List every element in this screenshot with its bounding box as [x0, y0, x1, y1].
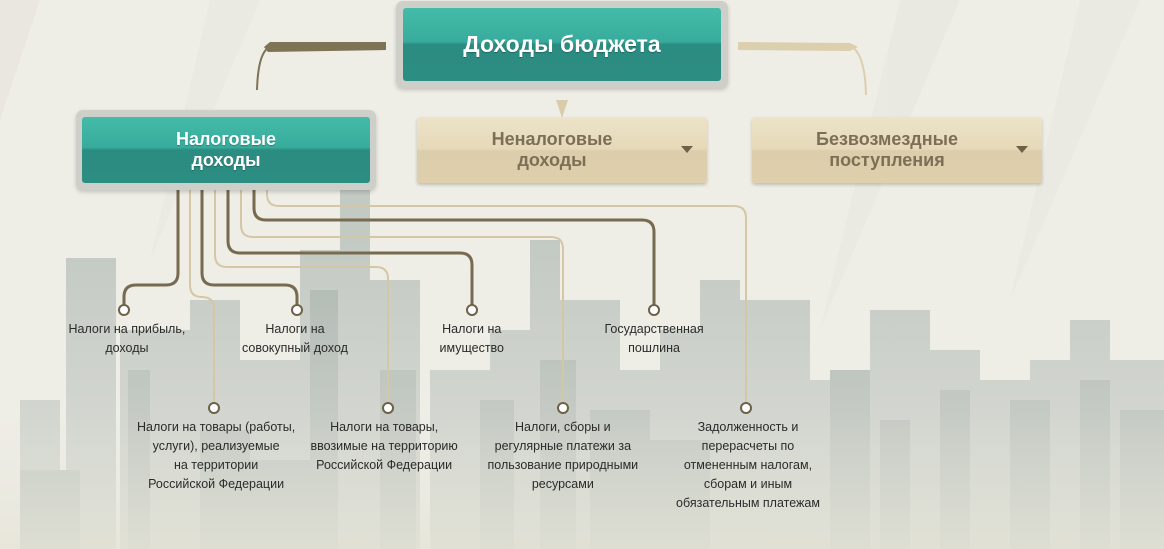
node-marker[interactable]	[648, 304, 660, 316]
branch-lines	[122, 188, 747, 403]
tax-item-label-line: Налоги на	[442, 322, 502, 336]
tax-item-label-line: ввозимые на территорию	[310, 439, 458, 453]
tax-item-label-line: Налоги на	[265, 322, 325, 336]
tax-item-label-line: имущество	[439, 341, 505, 355]
tab-tax-revenue-line1: Налоговые	[176, 129, 276, 149]
tax-item-label-line: пользование природными	[487, 458, 639, 472]
tax-item-label-line: на территории	[173, 458, 259, 472]
tax-item-label-line: обязательным платежам	[676, 496, 820, 510]
chevron-down-icon	[681, 146, 693, 153]
branch-line	[122, 188, 180, 305]
node-marker[interactable]	[466, 304, 478, 316]
tax-item-label[interactable]: Налоги на имущество	[440, 320, 505, 358]
tax-item-label-line: ресурсами	[531, 477, 594, 491]
tax-item-label-line: услуги), реализуемые	[152, 439, 280, 453]
tax-item-label-line: совокупный доход	[242, 341, 348, 355]
node-marker[interactable]	[118, 304, 130, 316]
node-marker[interactable]	[291, 304, 303, 316]
connector-center-arrow	[556, 100, 568, 118]
connector-right-arm	[738, 42, 858, 51]
connector-left-arm	[264, 42, 386, 52]
branch-line	[240, 188, 564, 403]
tax-item-label[interactable]: Задолженность и перерасчеты по отмененным …	[676, 418, 820, 513]
branch-line	[226, 188, 474, 305]
tab-non-tax-revenue-line1: Неналоговые	[491, 129, 613, 149]
node-marker[interactable]	[382, 402, 394, 414]
branch-line	[214, 188, 389, 403]
budget-title-button[interactable]: Доходы бюджета	[403, 8, 721, 81]
branch-line	[189, 188, 215, 403]
tax-item-label-line: доходы	[105, 341, 149, 355]
tab-tax-revenue-line2: доходы	[191, 150, 261, 170]
tab-non-tax-revenue-line2: доходы	[517, 150, 587, 170]
tax-item-label[interactable]: Налоги на прибыль, доходы	[69, 320, 186, 358]
tax-item-label[interactable]: Налоги, сборы и регулярные платежи за поль…	[488, 418, 639, 494]
tax-item-label[interactable]: Налоги на совокупный доход	[242, 320, 348, 358]
chevron-down-icon	[1016, 146, 1028, 153]
tab-gratuitous-receipts[interactable]: Безвозмездные поступления	[752, 117, 1042, 183]
tax-item-label[interactable]: Государственная пошлина	[605, 320, 704, 358]
tax-item-label-line: регулярные платежи за	[494, 439, 632, 453]
tax-item-label-line: Государственная	[604, 322, 704, 336]
tax-item-label-line: пошлина	[628, 341, 680, 355]
branch-line	[252, 188, 656, 305]
tax-item-label-line: отмененным налогам,	[683, 458, 813, 472]
tax-item-label-line: Налоги на прибыль,	[68, 322, 186, 336]
branch-line	[200, 188, 299, 305]
tab-non-tax-revenue[interactable]: Неналоговые доходы	[417, 117, 707, 183]
node-marker[interactable]	[557, 402, 569, 414]
tax-item-label[interactable]: Налоги на товары (работы, услуги), реализ…	[137, 418, 295, 494]
tax-item-label-line: Налоги на товары (работы,	[137, 420, 296, 434]
tax-item-label-line: перерасчеты по	[701, 439, 795, 453]
tax-item-label-line: Российской Федерации	[316, 458, 453, 472]
tax-item-label-line: Задолженность и	[697, 420, 799, 434]
branch-line	[266, 188, 747, 403]
tab-gratuitous-receipts-line2: поступления	[829, 150, 945, 170]
tax-item-label-line: Налоги на товары,	[330, 420, 439, 434]
tax-item-label-line: сборам и иным	[703, 477, 793, 491]
budget-title-text: Доходы бюджета	[463, 31, 661, 57]
tab-tax-revenue[interactable]: Налоговые доходы	[82, 117, 370, 183]
node-marker[interactable]	[208, 402, 220, 414]
node-marker[interactable]	[740, 402, 752, 414]
tax-item-label-line: Налоги, сборы и	[515, 420, 611, 434]
tax-item-label-line: Российской Федерации	[148, 477, 285, 491]
tab-gratuitous-receipts-line1: Безвозмездные	[816, 129, 958, 149]
